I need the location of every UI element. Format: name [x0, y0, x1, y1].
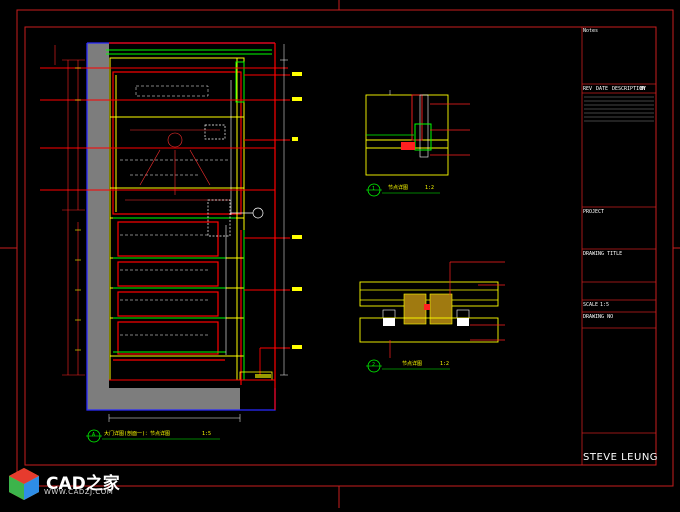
project-label: PROJECT [583, 209, 605, 215]
rev-col-date: DATE [596, 86, 609, 92]
drawing-title-label: DRAWING TITLE [583, 251, 623, 257]
title-block [581, 26, 657, 466]
rev-col-rev: REV [583, 86, 593, 92]
detail-2-drawing [359, 261, 505, 373]
red-leaders [40, 67, 290, 375]
watermark-url: WWW.CADZJ.COM [44, 488, 114, 496]
frame-red [109, 42, 276, 410]
revision-rows [584, 96, 654, 122]
watermark-name: CAD之家 [46, 473, 120, 494]
rev-col-by: BY [640, 86, 647, 92]
detail-2-number: 2 [372, 362, 376, 368]
watermark: CAD之家 [6, 466, 120, 502]
main-section-drawing [40, 42, 302, 422]
detail-1-drawing [365, 90, 470, 197]
dimension-left [54, 45, 85, 376]
wall-outline [86, 42, 276, 411]
cad-logo-icon [9, 468, 39, 500]
frame-green [106, 49, 272, 380]
scale-label: SCALE [583, 302, 599, 308]
wall-fill [87, 43, 240, 410]
leaf-lines [225, 80, 232, 355]
dimension-right [280, 44, 288, 376]
detail-1-scale: 1:2 [425, 185, 435, 191]
dimension-bottom [108, 414, 241, 422]
main-drawing-number: A [92, 432, 96, 438]
detail-2-scale: 1:2 [440, 361, 450, 367]
detail-2-label: 节点详图 [402, 361, 423, 367]
main-drawing-scale: 1:5 [202, 431, 212, 437]
detail-1-label: 节点详图 [388, 185, 409, 191]
detail-1-number: 1 [372, 186, 376, 192]
callout-tags [292, 72, 302, 349]
brand-name: STEVE LEUNG [583, 452, 659, 463]
rev-col-description: DESCRIPTION [612, 86, 646, 92]
drawing-no-label: DRAWING NO [583, 314, 614, 320]
floor-detail [109, 371, 275, 381]
ornament-dashed [120, 85, 230, 336]
main-drawing-label: 大门详图(剖面一)：节点详图 [104, 431, 171, 437]
dim-ticks [75, 67, 81, 351]
main-title-marker [86, 429, 220, 443]
ornament-red [125, 129, 230, 201]
frame-yellow [109, 57, 245, 381]
scale-value: 1:5 [600, 302, 610, 308]
detail-callouts [204, 124, 264, 237]
notes-heading: Notes [583, 28, 599, 34]
